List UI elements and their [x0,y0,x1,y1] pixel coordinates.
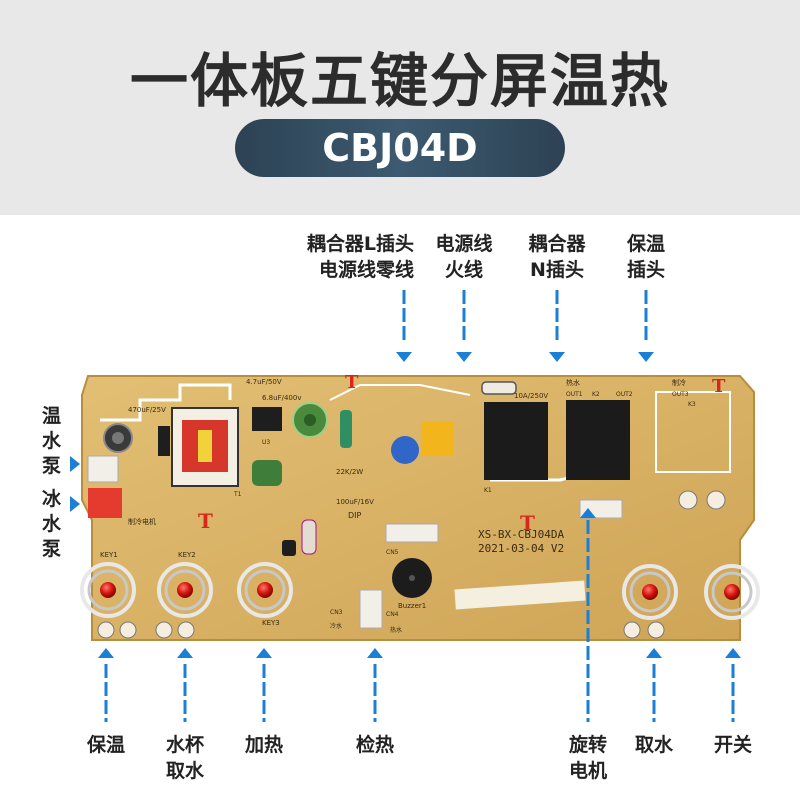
label-take-water: 取水 [624,732,684,758]
label-line: 加热 [244,734,283,756]
label-line: 旋转 [568,734,607,756]
board-relay-cold-text: 制冷 [672,378,686,387]
label-line: 电源线 [435,233,493,255]
page-title: 一体板五键分屏温热 [129,47,670,115]
ic-chip [158,426,170,456]
ceramic-capacitor [391,436,419,464]
label-line: 开关 [713,734,752,756]
board-motor-text: 制冷电机 [128,517,156,526]
key-switch-6 [622,564,678,620]
connector-cn5 [385,523,439,543]
label-line: N插头 [530,259,584,281]
label-sticker [454,580,586,610]
pointer-lines-top [402,290,648,344]
relay-k2 [566,400,630,480]
board-date-text: 2021-03-04 V2 [478,542,564,555]
connector-cold-pump [88,488,122,518]
board-dip-text: DIP [348,511,362,520]
pointer-arrows-top [396,352,654,362]
transistor [282,540,296,556]
relay-k3-outline [655,391,731,473]
key-switch-2 [157,562,213,618]
resistor [301,519,317,555]
silkscreen-trace [329,384,471,401]
board-t1-text: T1 [233,491,242,498]
key-switch-1 [80,562,136,618]
label-heat-check: 检热 [345,732,405,758]
board-key1-text: KEY1 [100,551,118,559]
connector-warm-pump [87,455,119,483]
label-coupler-l: 耦合器L插头 电源线零线 [272,231,414,283]
relay-k1 [484,402,548,480]
connector-cn4 [359,589,383,629]
label-cup-water: 水杯 取水 [155,732,215,784]
fuse [481,381,517,395]
model-badge: CBJ04D [235,119,565,177]
label-line: 水杯 [165,734,204,756]
ic-chip [252,407,282,431]
label-line: 取水 [165,760,204,782]
board-key3-text: KEY3 [262,619,280,627]
board-out1-text: OUT1 [566,391,583,398]
key-switch-3 [237,562,293,618]
board-cap1-text: 100uF/16V [336,498,374,506]
svg-text:T: T [345,372,359,393]
board-buzzer-text: Buzzer1 [398,602,426,610]
label-warm-plug: 保温 插头 [610,231,682,283]
pointer-arrows-bottom [98,508,741,658]
label-line: 电源线零线 [318,259,414,281]
board-cap3-text: 4.7uF/50V [246,378,282,386]
svg-text:T: T [712,376,726,397]
label-line: 电机 [568,760,607,782]
film-capacitor [422,422,454,456]
board-out2-text: OUT2 [616,391,633,398]
label-line: 耦合器L插头 [306,233,414,255]
label-line: 保温 [86,734,125,756]
label-power-live: 电源线 火线 [424,231,504,283]
silkscreen-trace [100,383,232,422]
label-line: 插头 [626,259,665,281]
board-cn5-text: CN5 [386,549,399,556]
label-line: 耦合器 [528,233,586,255]
label-line: 火线 [444,259,483,281]
label-coupler-n: 耦合器 N插头 [512,231,602,283]
board-hot-text: 热水 [390,626,402,634]
svg-text:T: T [198,509,213,533]
label-rotary-motor: 旋转 电机 [558,732,618,784]
board-cap4-text: 6.8uF/400v [262,394,301,402]
board-res1-text: 22K/2W [336,468,363,476]
label-line: 取水 [634,734,673,756]
board-u3-text: U3 [262,439,270,446]
board-relay-hot-text: 热水 [566,378,580,387]
label-keep-warm: 保温 [76,732,136,758]
board-model-text: XS-BX-CBJ04DA [478,528,564,541]
label-heat: 加热 [234,732,294,758]
board-out3-text: OUT3 [672,391,689,398]
board-key2-text: KEY2 [178,551,196,559]
label-line: 保温 [626,233,665,255]
board-k2-text: K2 [592,391,600,398]
pointer-arrows-left [70,456,80,512]
pointer-lines-bottom [104,520,735,722]
board-cold-text: 冷水 [330,622,342,630]
board-fuse-text: 10A/250V [514,392,548,400]
board-cap2-text: 470uF/25V [128,406,166,414]
inductor [252,460,282,486]
label-switch: 开关 [703,732,763,758]
board-cn3-text: CN3 [330,609,343,616]
label-line: 检热 [355,734,394,756]
label-cold-pump: 冰 水 泵 [42,488,62,560]
resistor [340,410,352,448]
board-k3-text: K3 [688,401,696,408]
svg-text:T: T [520,511,535,535]
header-band: 一体板五键分屏温热 CBJ04D [0,0,800,215]
label-warm-pump: 温 水 泵 [42,405,62,477]
board-cn4-text: CN4 [386,611,399,618]
board-k1-text: K1 [484,487,492,494]
key-switch-7 [704,564,760,620]
